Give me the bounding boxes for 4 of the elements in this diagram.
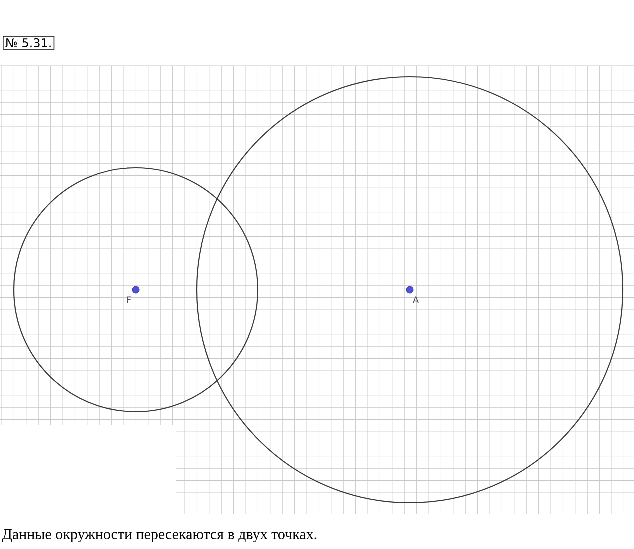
- problem-number: № 5.31.: [3, 36, 55, 50]
- caption: Данные окружности пересекаются в двух точках.: [2, 529, 317, 543]
- point-label: F: [127, 296, 132, 304]
- point-label: A: [413, 296, 419, 304]
